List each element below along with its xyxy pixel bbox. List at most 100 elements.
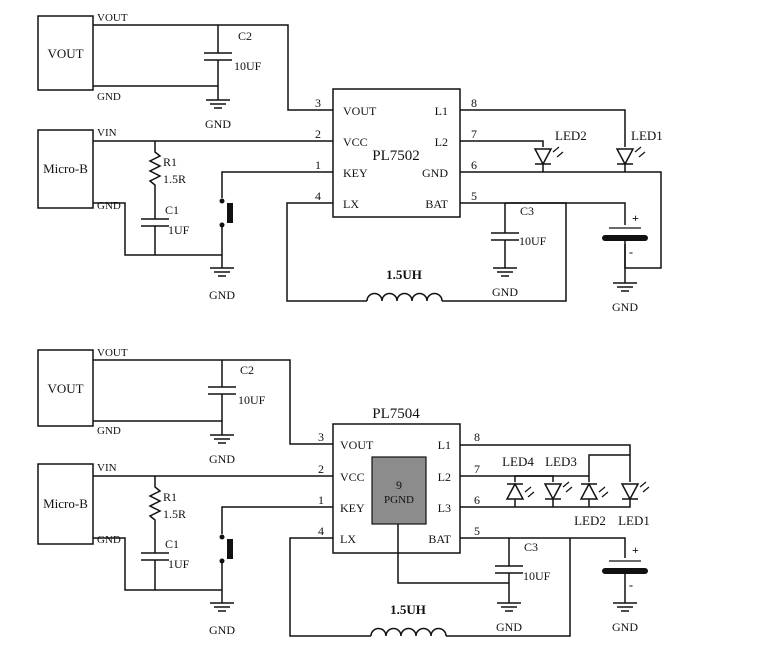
led-diode	[505, 482, 535, 500]
switch-contact	[219, 198, 225, 204]
r1-resistor	[148, 476, 162, 553]
wire-l1	[460, 109, 626, 147]
pin-label-key: KEY	[343, 166, 368, 180]
battery-plus: +	[632, 211, 639, 225]
net-label-vin: VIN	[97, 462, 117, 474]
gnd-label-battery: GND	[612, 620, 638, 634]
usb-connector-label: Micro-B	[43, 161, 88, 176]
inductor-label: 1.5UH	[386, 267, 422, 282]
inductor-coil	[366, 292, 443, 302]
led-diode	[615, 146, 646, 166]
c2-value: 10UF	[234, 59, 262, 73]
gnd-label-battery: GND	[612, 300, 638, 314]
pin-label-gnd: GND	[422, 166, 448, 180]
pad-number: 9	[396, 478, 402, 492]
net-label-gnd: GND	[97, 200, 121, 212]
chip-label: PL7502	[372, 148, 420, 164]
wire-l1	[460, 444, 631, 482]
net-label-vout: VOUT	[97, 12, 128, 24]
c2-value: 10UF	[238, 393, 266, 407]
ground-symbol	[206, 99, 230, 109]
pin-label-bat: BAT	[428, 532, 451, 546]
net-label-gnd: GND	[97, 534, 121, 546]
pin-number-3: 3	[315, 96, 321, 110]
c2-name: C2	[238, 29, 252, 43]
r1-resistor	[148, 141, 162, 219]
wire-bat	[460, 202, 626, 225]
net-label-gnd: GND	[97, 91, 121, 103]
battery-plus: +	[632, 543, 639, 557]
pin-number-2: 2	[315, 127, 321, 141]
switch-contact	[219, 222, 225, 228]
pin-number-6: 6	[471, 158, 477, 172]
usb-connector	[37, 129, 94, 209]
c3-value: 10UF	[519, 234, 547, 248]
wire-l3	[460, 499, 631, 508]
led-diode	[533, 146, 564, 166]
wire-vout	[93, 359, 333, 445]
c1-name: C1	[165, 203, 179, 217]
wire-inductor-bat	[446, 538, 571, 637]
ground-symbol	[497, 602, 521, 612]
battery-minus: -	[629, 578, 633, 592]
wire-key	[221, 171, 333, 198]
wire-inductor-bat	[442, 202, 567, 302]
gnd-label-switch: GND	[209, 288, 235, 302]
led-label: LED4	[502, 454, 534, 469]
r1-name: R1	[163, 490, 177, 504]
wire-lx	[289, 537, 371, 637]
wire-bat	[460, 537, 626, 558]
circuit-pl7502: VOUT VOUT GND C2 10UF GND Micro-B VIN GN…	[37, 12, 663, 314]
wire-l2	[460, 454, 630, 482]
pin-number-8: 8	[471, 96, 477, 110]
r1-value: 1.5R	[163, 172, 186, 186]
c3-value: 10UF	[523, 569, 551, 583]
wire-c1-gnd	[93, 537, 222, 591]
chip-label: PL7504	[372, 406, 420, 422]
pin-number-6: 6	[474, 493, 480, 507]
led-label: LED2	[574, 513, 606, 528]
wire-pgnd	[397, 524, 510, 603]
led-label: LED1	[618, 513, 650, 528]
wire-key	[221, 506, 333, 534]
wire-l2	[460, 140, 544, 147]
led-label: LED1	[631, 128, 663, 143]
c2-name: C2	[240, 363, 254, 377]
pin-number-4: 4	[315, 189, 321, 203]
c3-name: C3	[520, 204, 534, 218]
wire-c1-gnd	[93, 202, 222, 256]
battery-plate-negative	[602, 235, 648, 241]
vout-connector-label: VOUT	[47, 46, 83, 61]
ground-symbol	[210, 602, 234, 612]
pin-label-bat: BAT	[425, 197, 448, 211]
push-switch	[227, 539, 233, 559]
led-diode	[543, 481, 573, 501]
inductor-coil	[370, 627, 447, 637]
pin-label-key: KEY	[340, 501, 365, 515]
r1-name: R1	[163, 155, 177, 169]
wire-c2-gnd	[93, 394, 223, 435]
vout-connector	[37, 15, 94, 91]
net-label-gnd: GND	[97, 425, 121, 437]
switch-contact	[219, 558, 225, 564]
pin-number-2: 2	[318, 462, 324, 476]
gnd-label-c2: GND	[209, 452, 235, 466]
led-diode	[579, 482, 609, 500]
pin-label-lx: LX	[340, 532, 356, 546]
pin-number-7: 7	[471, 127, 477, 141]
vout-connector-label: VOUT	[47, 381, 83, 396]
pin-label-vout: VOUT	[343, 104, 377, 118]
battery-minus: -	[629, 245, 633, 259]
push-switch	[227, 203, 233, 223]
c3-name: C3	[524, 540, 538, 554]
pad-name: PGND	[384, 494, 414, 506]
usb-connector-label: Micro-B	[43, 496, 88, 511]
gnd-label-c3: GND	[496, 620, 522, 634]
pin-label-l2: L2	[438, 470, 451, 484]
ground-symbol	[613, 282, 637, 292]
ground-symbol	[210, 434, 234, 444]
wire-vout	[93, 24, 333, 111]
pin-number-8: 8	[474, 430, 480, 444]
c1-value: 1UF	[168, 223, 190, 237]
